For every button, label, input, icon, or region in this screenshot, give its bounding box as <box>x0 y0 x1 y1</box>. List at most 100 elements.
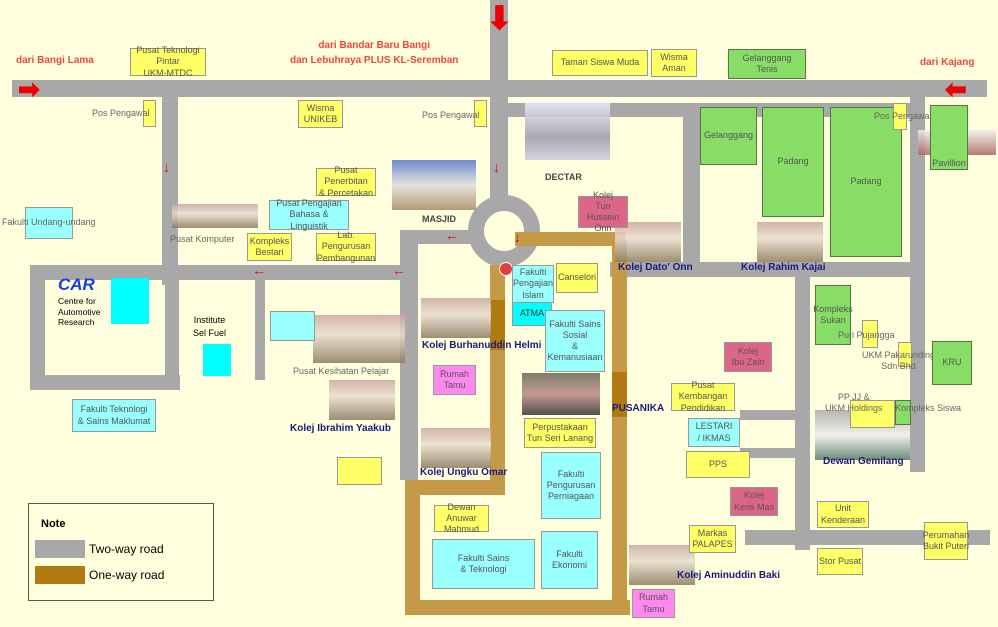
place-rumah-tamu[interactable]: Rumah Tamu <box>433 365 476 395</box>
one-way-road <box>405 600 630 615</box>
road <box>30 265 45 390</box>
label-pos-pengawal: Pos Pengawal <box>874 111 932 121</box>
place-pp-jj[interactable] <box>850 400 895 428</box>
place-pos-pengawal[interactable] <box>474 100 487 127</box>
one-way-road <box>490 300 505 350</box>
one-way-road <box>405 480 505 495</box>
legend-two-way-swatch <box>35 540 85 558</box>
label-institute-sel-fuel: Institute Sel Fuel <box>193 315 227 338</box>
road <box>400 230 470 244</box>
arrow-down-icon: ⬇ <box>486 0 513 36</box>
place-dewan-anuwar[interactable]: Dewan Anuwar Mahmud <box>434 502 489 534</box>
place-kru[interactable]: KRU <box>932 341 972 385</box>
arrow-left-icon: ← <box>445 227 459 243</box>
college-photo <box>757 222 823 262</box>
legend-one-way-swatch <box>35 566 85 584</box>
place-lab-pengurusan[interactable]: Lab. Pengurusan Pembangunan <box>316 230 376 263</box>
pusat-komputer-photo <box>172 204 258 228</box>
place-padang[interactable]: Padang <box>762 107 824 217</box>
college-photo <box>421 298 491 338</box>
place-padang[interactable]: Padang <box>830 107 902 257</box>
label-from-bandar-baru-bangi: dari Bandar Baru Bangi dan Lebuhraya PLU… <box>290 40 459 66</box>
place-markas-palapes[interactable]: Markas PALAPES <box>689 525 736 553</box>
roundabout <box>468 195 540 267</box>
road <box>30 375 180 390</box>
place-unit-kenderaan[interactable]: Unit Kenderaan <box>817 501 869 528</box>
place-wisma-aman[interactable]: Wisma Aman <box>651 49 697 77</box>
place-kompleks-sukan[interactable]: Kompleks Sukan <box>813 285 853 345</box>
place-mtdc[interactable]: Pusat Teknologi Pintar UKM-MTDC <box>130 45 206 78</box>
place-institute-sel-fuel[interactable] <box>203 344 231 376</box>
road <box>795 270 810 550</box>
place-fpp[interactable]: Fakulti Pengurusan Perniagaan <box>541 452 601 519</box>
place-kompleks-bestari[interactable]: Kompleks Bestari <box>247 233 292 261</box>
arrow-right-icon: ➡ <box>18 74 40 104</box>
place-pps[interactable]: PPS <box>686 451 750 478</box>
place-rumah-tamu[interactable]: Rumah Tamu <box>632 589 675 618</box>
place-wisma-unikeb[interactable]: Wisma UNIKEB <box>298 100 343 128</box>
label-from-bangi-lama: dari Bangi Lama <box>16 55 94 66</box>
legend: Note Two-way road One-way road <box>28 503 214 601</box>
college-photo <box>329 380 395 420</box>
place-fssk[interactable]: Fakulti Sains Sosial & Kemanusiaan <box>545 310 605 372</box>
place-unnamed[interactable] <box>337 457 382 485</box>
one-way-road <box>405 480 420 615</box>
place-fakulti-pengajian-islam[interactable]: Fakulti Pengajian Islam <box>512 265 554 303</box>
place-stor-pusat[interactable]: Stor Pusat <box>817 548 863 575</box>
road <box>162 95 178 285</box>
place-taman-siswa-muda[interactable]: Taman Siswa Muda <box>552 50 648 76</box>
road <box>255 280 265 380</box>
place-gelanggang[interactable]: Gelanggang <box>700 107 757 165</box>
place-pusat-bahasa[interactable]: Pusat Pengajian Bahasa & Linguistik <box>269 198 349 231</box>
arrow-left-icon: ← <box>252 262 266 278</box>
label-pusat-komputer: Pusat Komputer <box>170 234 235 244</box>
legend-two-way-label: Two-way road <box>89 542 164 556</box>
place-fakulti-ekonomi[interactable]: Fakulti Ekonomi <box>541 531 598 589</box>
place-pavillion[interactable]: Pavillion <box>930 105 968 170</box>
label-pusanika: PUSANIKA <box>612 403 665 414</box>
place-pos-pengawal[interactable] <box>893 103 907 130</box>
dectar-photo <box>525 102 610 160</box>
car-logo: CAR <box>58 275 95 294</box>
road <box>165 280 179 390</box>
place-canselori[interactable]: Canselori <box>556 263 598 293</box>
arrow-down-icon: ↓ <box>493 159 500 175</box>
place-lestari[interactable]: LESTARI / IKMAS <box>688 418 740 447</box>
kesihatan-photo <box>313 315 405 363</box>
place-puri-pujangga[interactable] <box>862 320 878 348</box>
road <box>30 265 415 280</box>
road <box>740 410 800 420</box>
place-kolej-ibu-zain[interactable]: Kolej Ibu Zain <box>724 342 772 372</box>
one-way-road <box>612 372 627 417</box>
label-fakulti-undang: Fakulti Undang-undang <box>2 217 96 227</box>
place-car[interactable] <box>111 278 149 324</box>
road <box>740 448 800 458</box>
arrow-left-icon: ⬅ <box>945 74 967 104</box>
label-pp-jj: PP JJ & UKM Holdings <box>825 392 883 414</box>
road <box>610 262 925 277</box>
place-ftsm[interactable]: Fakulti Teknologi & Sains Maklumat <box>72 399 156 432</box>
place-pusat-kembangan[interactable]: Pusat Kembangan Pendidikan <box>671 380 735 413</box>
label-car: Centre for Automotive Research <box>58 296 101 328</box>
place-fakulti-undang[interactable] <box>25 207 73 239</box>
place-perpustakaan[interactable]: Perpustakaan Tun Seri Lanang <box>524 418 596 448</box>
place-kolej-tun-hussein-onn[interactable]: Kolej Tun Hussein Onn <box>578 190 628 233</box>
place-perumahan-bukit-puteri[interactable]: Perumahan Bukit Puteri <box>923 522 969 560</box>
place-ukm-pakarunding[interactable] <box>898 342 912 367</box>
no-entry-icon <box>499 262 513 276</box>
college-photo <box>615 222 681 262</box>
place-pusat-kesihatan[interactable] <box>270 311 315 341</box>
place-gelanggang-tenis[interactable]: Gelanggang Tenis <box>728 49 806 79</box>
arrow-down-icon: ↓ <box>514 229 521 245</box>
place-pusat-penerbitan[interactable]: Pusat Penerbitan & Percetakan <box>316 165 376 198</box>
place-pos-pengawal[interactable] <box>143 100 156 127</box>
label-dewan-gemilang: Dewan Gemilang <box>823 456 904 467</box>
label-kolej-rahim-kajai: Kolej Rahim Kajai <box>741 262 826 273</box>
arrow-down-icon: ↓ <box>163 159 170 175</box>
place-fst[interactable]: Fakulti Sains & Teknologi <box>432 539 535 589</box>
place-kolej-keris-mas[interactable]: Kolej Keris Mas <box>730 487 778 516</box>
label-from-kajang: dari Kajang <box>920 57 975 68</box>
library-photo <box>522 373 600 415</box>
place-kompleks-siswa[interactable] <box>895 400 911 425</box>
